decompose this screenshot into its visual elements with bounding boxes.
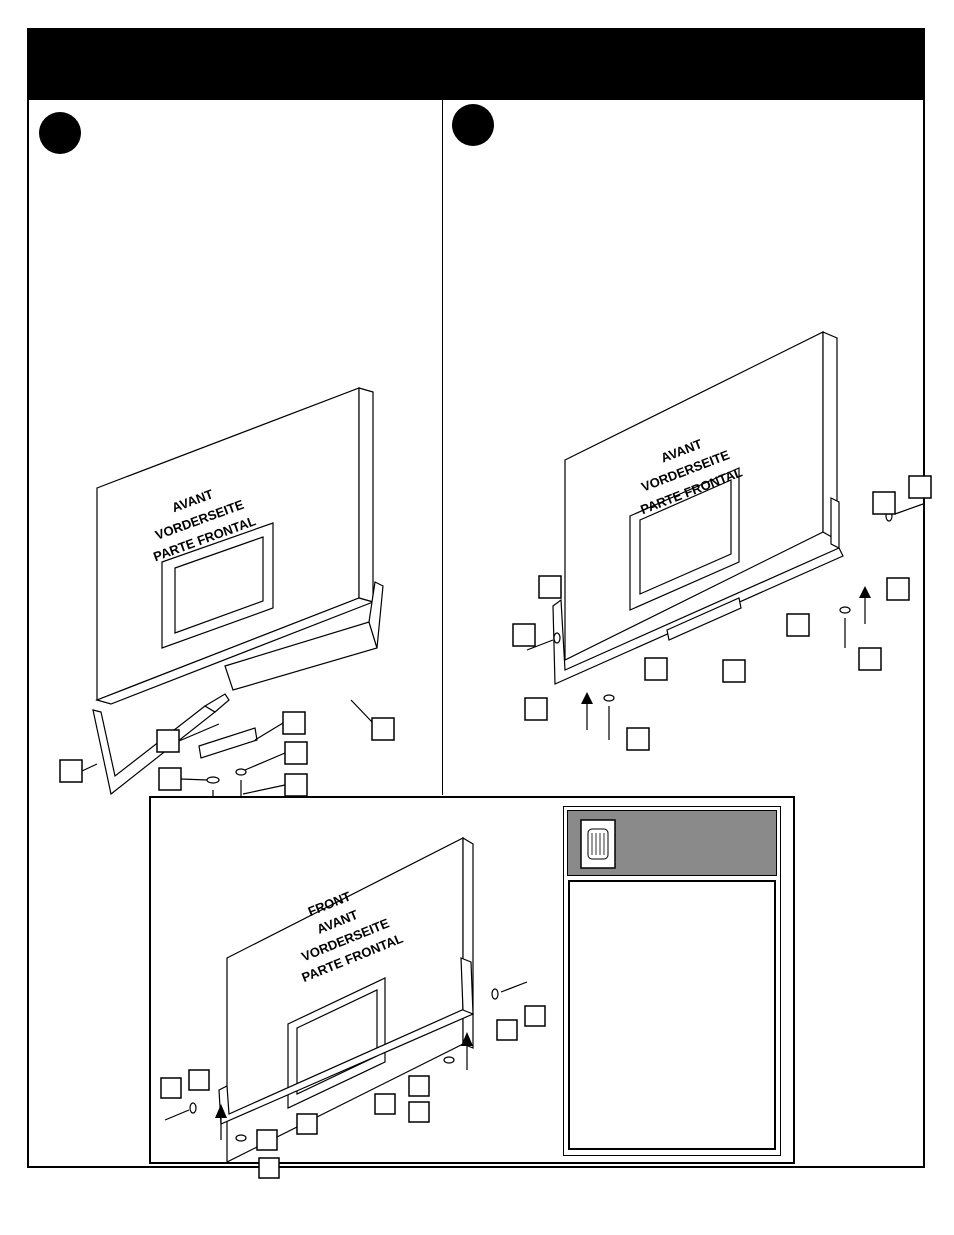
right-upright <box>830 497 840 549</box>
callout-box <box>158 767 182 791</box>
right-brace-end <box>368 581 384 649</box>
callout-box <box>282 711 306 735</box>
center-plate <box>666 597 742 641</box>
step-divider <box>442 100 443 795</box>
left-brace-top <box>203 693 230 713</box>
center-plate <box>198 727 258 759</box>
step-2-number-icon <box>452 104 494 146</box>
callout-box <box>284 741 308 765</box>
step-1-illustration: AVANT VORDERSEITE PARTE FRONTAL <box>59 387 395 812</box>
left-brace <box>92 705 217 796</box>
callout-box <box>59 759 83 783</box>
assembled-view-illustration: FRONT AVANT VORDERSEITE PARTE FRONTAL <box>160 836 546 1179</box>
washer-left <box>206 776 220 784</box>
header-bar <box>29 30 923 100</box>
callout-box <box>156 729 180 753</box>
target-square-inner <box>174 536 264 634</box>
step-2-illustration: AVANT VORDERSEITE PARTE FRONTAL <box>512 331 932 751</box>
callout-box <box>284 773 308 797</box>
instruction-page: AVANT VORDERSEITE PARTE FRONTAL <box>27 28 932 1179</box>
target-square-inner <box>639 479 732 595</box>
callout-box <box>371 717 395 741</box>
hardware-note-header <box>567 810 777 876</box>
assembled-view-box: FRONT AVANT VORDERSEITE PARTE FRONTAL <box>149 796 795 1179</box>
right-upright <box>460 957 474 1015</box>
step-1-number-icon <box>39 112 81 154</box>
backboard-side <box>358 387 374 603</box>
hardware-note-panel <box>563 806 781 1156</box>
hardware-note-body <box>568 880 776 1150</box>
washer-right <box>235 768 247 776</box>
hardware-note-icon <box>580 819 616 869</box>
